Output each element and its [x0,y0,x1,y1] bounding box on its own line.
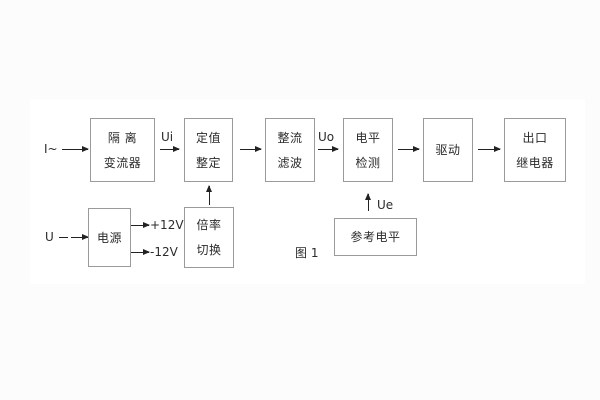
block-isolation-line1: 隔 离 [107,130,138,145]
arrow-level-to-driver [398,146,420,152]
input-voltage-label: U [45,230,54,244]
block-level-detector: 电平 检测 [343,118,393,182]
block-rectifier-filter: 整流 滤波 [265,118,315,182]
block-setpoint-adjust: 定值 整定 [184,118,233,182]
arrow-reference-to-level [365,193,371,211]
block-power-supply: 电源 [88,208,131,267]
arrow-power-minus12 [131,249,150,255]
input-current-label: I~ [44,142,58,156]
block-output-relay: 出口 继电器 [504,118,566,182]
block-isolation-transformer: 隔 离 变流器 [90,118,155,182]
figure-caption: 图 1 [295,246,319,260]
signal-plus12v-label: +12V [150,218,184,232]
block-relay-line1: 出口 [522,130,548,145]
arrow-ratio-to-setpoint [206,185,212,205]
block-reference-level: 参考电平 [334,218,417,256]
block-power-label: 电源 [96,230,122,245]
block-setpoint-line1: 定值 [195,130,221,145]
block-relay-line2: 继电器 [516,155,554,170]
arrow-driver-to-relay [478,146,501,152]
block-reference-label: 参考电平 [350,230,401,244]
arrow-voltage-to-power [71,234,89,240]
block-isolation-line2: 变流器 [103,155,142,170]
block-rectifier-line1: 整流 [277,130,303,145]
block-ratio-line1: 倍率 [196,218,222,232]
signal-ue-label: Ue [377,198,394,212]
arrow-input-to-isolation [62,146,89,152]
block-ratio-line2: 切换 [196,243,222,257]
block-ratio-switch: 倍率 切换 [184,207,234,268]
block-level-line2: 检测 [355,155,381,170]
block-driver-label: 驱动 [435,143,461,157]
arrow-rectifier-to-level [318,146,339,152]
block-level-line1: 电平 [355,130,381,145]
block-setpoint-line2: 整定 [195,155,221,170]
signal-minus12v-label: -12V [150,245,178,259]
signal-uo-label: Uo [318,130,335,144]
block-driver: 驱动 [423,118,473,182]
block-rectifier-line2: 滤波 [277,155,303,170]
signal-ui-label: Ui [161,130,174,144]
arrow-power-plus12 [131,222,150,228]
arrow-isolation-to-setpoint [160,146,180,152]
arrow-setpoint-to-rectifier [240,146,262,152]
line-voltage-dash [59,237,68,238]
